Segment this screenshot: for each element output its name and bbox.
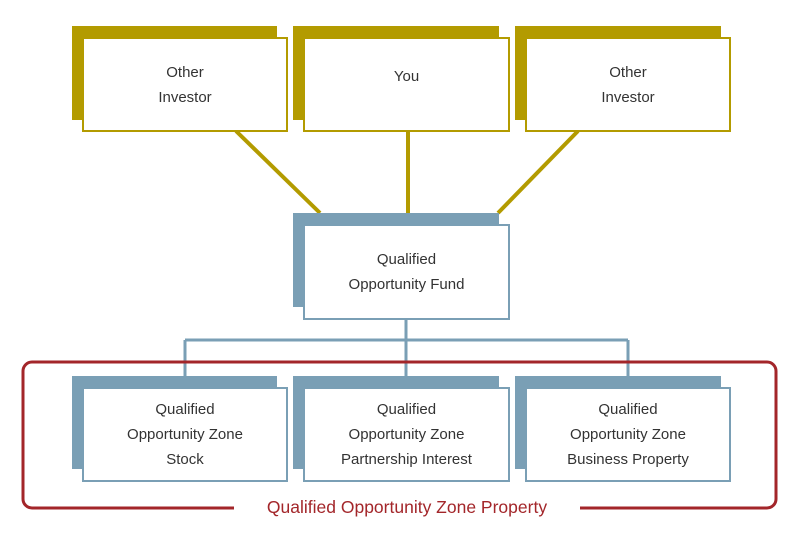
investor-connectors <box>234 129 580 215</box>
connector-investor-right <box>496 129 580 215</box>
property-label-partnership: Qualified Opportunity Zone Partnership I… <box>341 401 472 468</box>
investor-box-right <box>515 26 731 132</box>
property-group-label: Qualified Opportunity Zone Property <box>234 495 580 519</box>
investor-label-left: Other Investor <box>158 63 212 106</box>
fund-label: Qualified Opportunity Fund <box>348 251 465 293</box>
property-box-stock <box>72 376 288 482</box>
fund-connectors <box>183 319 630 376</box>
investor-box-left <box>72 26 288 132</box>
investor-label-right: Other Investor <box>601 63 655 106</box>
property-label-stock: Qualified Opportunity Zone Stock <box>127 401 243 468</box>
property-box-business <box>515 376 731 482</box>
property-label-business: Qualified Opportunity Zone Business Prop… <box>567 401 689 468</box>
investor-label-you: You <box>393 68 420 85</box>
property-box-partnership <box>293 376 510 482</box>
investor-box-center <box>293 26 510 132</box>
fund-box <box>293 213 510 320</box>
connector-investor-left <box>234 129 322 215</box>
